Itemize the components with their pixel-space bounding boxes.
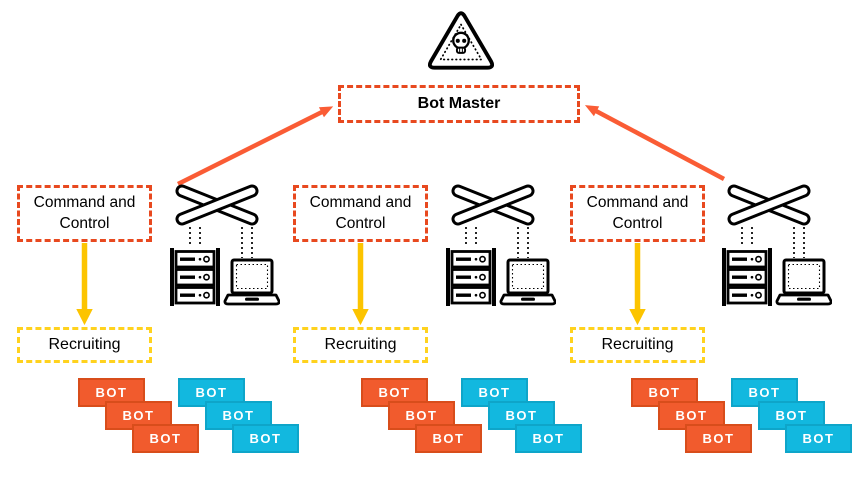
network-cluster-3 [722,184,832,306]
recruiting-box-2: Recruiting [293,327,428,363]
switch-x-icon [451,184,535,226]
arrow-switch3-to-botmaster [584,105,726,181]
recruiting-box-3: Recruiting [570,327,705,363]
bot-box: BOT [488,401,555,430]
server-rack-icon [722,248,772,306]
skull-warning-triangle-icon [427,10,495,74]
cnc-box-1: Command and Control [17,185,152,242]
cnc-label: Command and Control [586,194,689,232]
switch-x-icon [175,184,259,226]
bot-master-label: Bot Master [417,95,501,112]
bot-group-1: BOT BOT BOT BOT BOT BOT [78,378,300,454]
bot-box: BOT [178,378,245,407]
recruiting-label: Recruiting [324,336,397,353]
bot-box: BOT [415,424,482,453]
bot-master-box: Bot Master [338,85,580,123]
laptop-icon [499,258,556,306]
server-rack-icon [170,248,220,306]
cnc-box-2: Command and Control [293,185,428,242]
network-cluster-1 [170,184,280,306]
cnc-box-3: Command and Control [570,185,705,242]
cnc-label: Command and Control [309,194,412,232]
network-cluster-2 [446,184,556,306]
recruiting-label: Recruiting [601,336,674,353]
arrow-switch1-to-botmaster [176,106,334,187]
switch-x-icon [727,184,811,226]
bot-box: BOT [132,424,199,453]
recruiting-box-1: Recruiting [17,327,152,363]
recruiting-label: Recruiting [48,336,121,353]
bot-group-3: BOT BOT BOT BOT BOT BOT [631,378,853,454]
bot-box: BOT [232,424,299,453]
cnc-label: Command and Control [33,194,136,232]
server-rack-icon [446,248,496,306]
bot-box: BOT [785,424,852,453]
bot-group-2: BOT BOT BOT BOT BOT BOT [361,378,583,454]
laptop-icon [223,258,280,306]
bot-box: BOT [685,424,752,453]
skull-icon [452,31,470,54]
laptop-icon [775,258,832,306]
bot-box: BOT [515,424,582,453]
